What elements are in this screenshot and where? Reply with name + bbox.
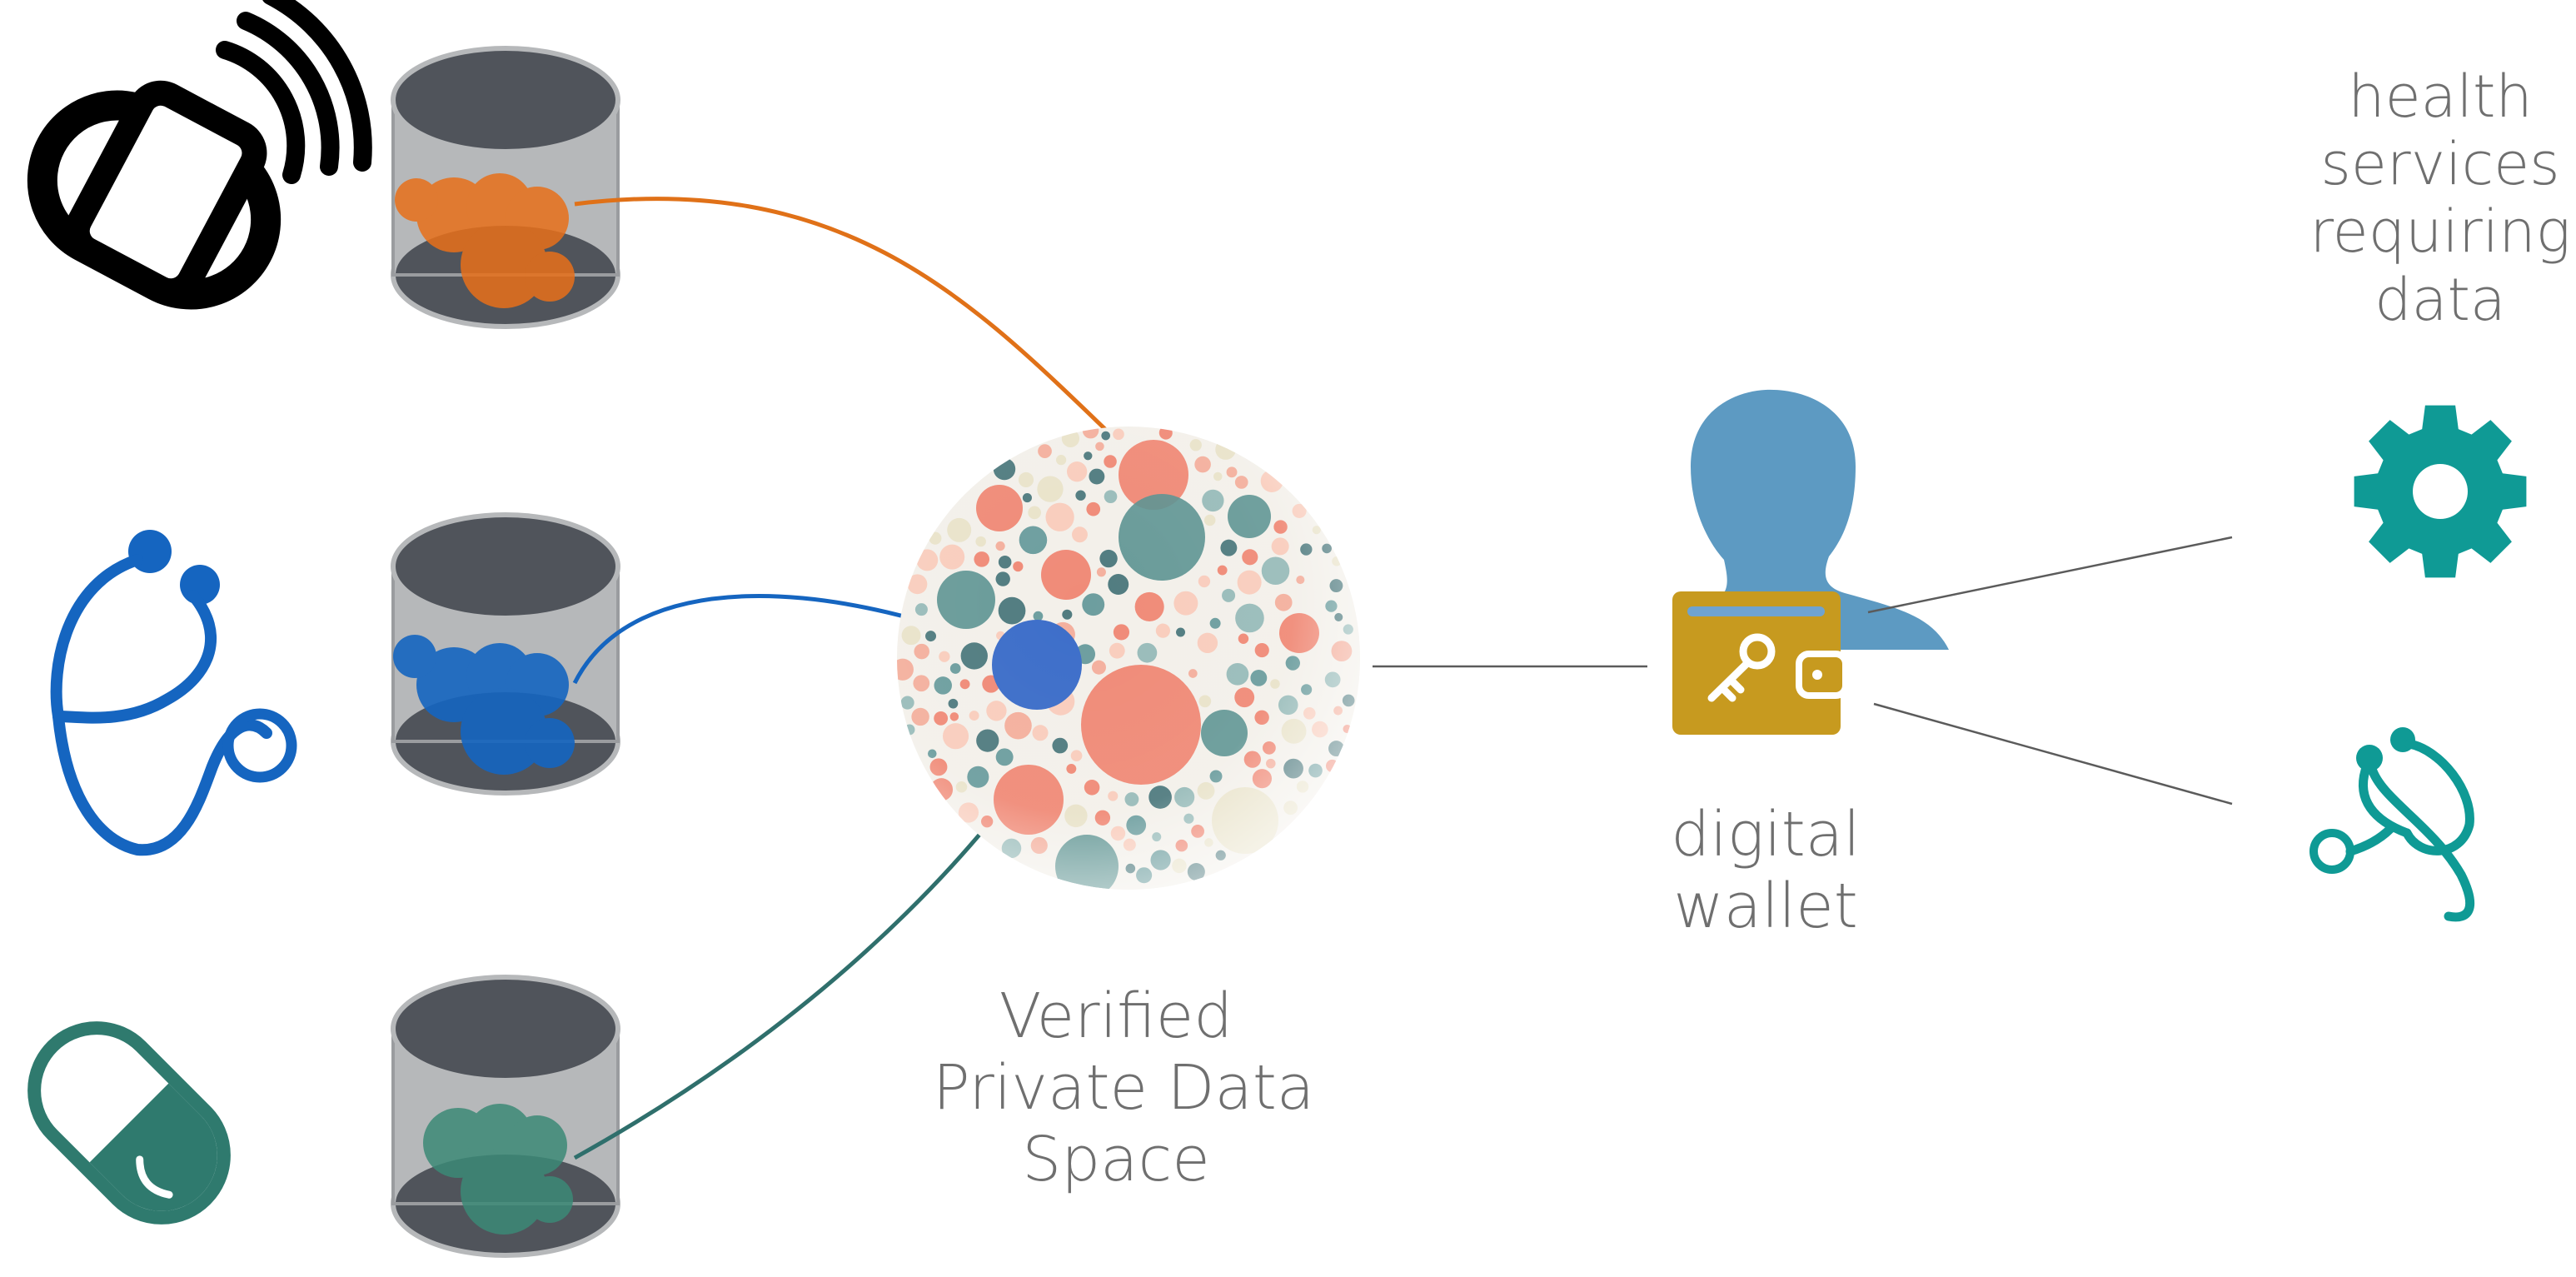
stethoscope-small-icon: [2309, 727, 2475, 922]
stethoscope-icon: [50, 530, 297, 856]
connector-wallet-clinician: [1873, 702, 2233, 806]
services-label-line: data: [2374, 265, 2506, 334]
database-cylinder-icon: [391, 46, 620, 329]
pill-capsule-icon: [27, 1021, 231, 1225]
wallet-label-line: digital: [1671, 799, 1861, 870]
data-sphere-icon: [897, 426, 1360, 890]
sphere-label-line: Private Data: [933, 1051, 1315, 1124]
sphere-label-line: Verified: [999, 980, 1233, 1052]
connector-wallet-services: [1867, 536, 2233, 614]
verified-private-data-space-label: Verified Private Data Space: [933, 980, 1315, 1195]
user-silhouette-icon: [1689, 389, 1949, 650]
wallet-key-icon: [1672, 591, 1849, 735]
services-label-line: requiring: [2309, 197, 2571, 267]
database-cylinder-icon: [391, 975, 620, 1258]
services-label-line: services: [2320, 130, 2560, 199]
sphere-label-line: Space: [1022, 1123, 1210, 1195]
health-services-label: health services requiring data: [2249, 62, 2576, 334]
digital-wallet-label: digital wallet: [1574, 799, 1957, 943]
connector-wearable: [574, 197, 1155, 476]
database-cylinder-icon: [391, 512, 620, 796]
wallet-label-line: wallet: [1673, 870, 1858, 942]
gear-icon: [2354, 405, 2527, 578]
smartwatch-icon: [27, 0, 372, 310]
services-label-line: health: [2348, 62, 2533, 131]
